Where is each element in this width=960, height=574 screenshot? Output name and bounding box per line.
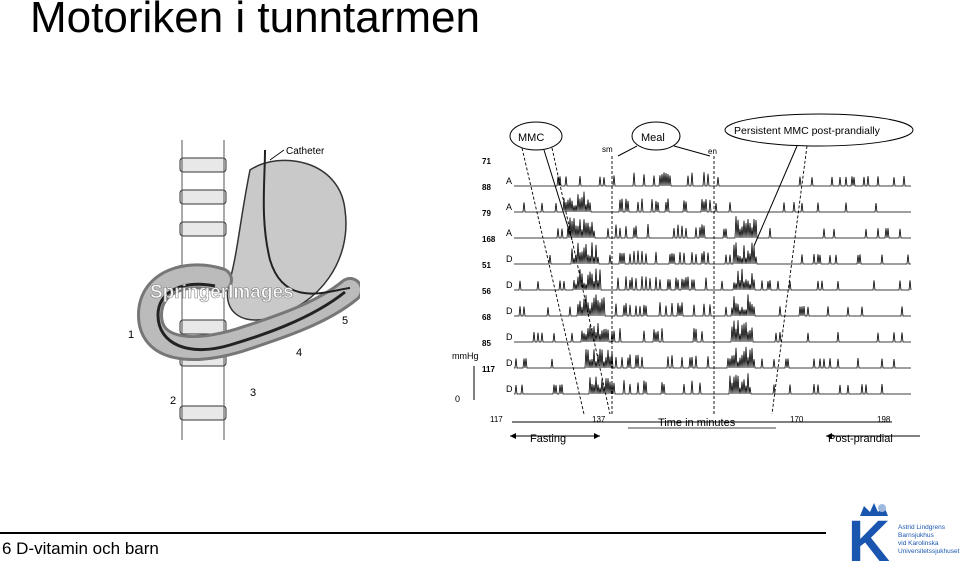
pressure-trace <box>514 172 911 187</box>
channel-value: 56 <box>482 287 491 296</box>
channel-letter: D <box>506 306 513 316</box>
footer-rule <box>0 532 826 534</box>
channel-letter: D <box>506 254 513 264</box>
channel-value: 88 <box>482 183 491 192</box>
channel-letter: A <box>506 228 512 238</box>
callout-mmc <box>509 121 563 151</box>
catheter-label: Catheter <box>286 146 325 157</box>
x-tick-117: 117 <box>490 415 503 424</box>
channel-letter: D <box>506 332 513 342</box>
anatomy-illustration: SpringerImages Catheter 1 2 3 4 5 <box>128 140 360 440</box>
logo-line: Universitetssjukhuset <box>898 548 960 555</box>
scale-value: 0 <box>455 394 460 404</box>
pressure-trace <box>514 320 911 343</box>
anatomy-number-2: 2 <box>170 395 176 407</box>
manometry-figure: MMC Meal Persistent MMC post-prandially … <box>452 113 920 445</box>
channel-value: 168 <box>482 235 496 244</box>
catheter-line <box>262 149 351 295</box>
channel-value: 79 <box>482 209 491 218</box>
pressure-trace <box>514 216 911 239</box>
phase-fasting: Fasting <box>530 433 566 445</box>
crown-icon <box>860 503 888 516</box>
callout-mmc-label: MMC <box>518 132 544 144</box>
pressure-trace <box>514 373 911 395</box>
channel-letter: D <box>506 384 513 394</box>
callout-persistent-label: Persistent MMC post-prandially <box>734 125 881 137</box>
logo-line: Barnsjukhus <box>898 532 934 539</box>
x-tick-137: 137 <box>592 415 606 424</box>
hospital-logo: K Astrid Lindgrens Barnsjukhus vid Karol… <box>848 500 960 574</box>
callout-persistent <box>724 113 914 147</box>
watermark-text: SpringerImages <box>150 282 294 303</box>
channel-value: 71 <box>482 157 491 166</box>
channel-letter: A <box>506 202 512 212</box>
channel-value: 68 <box>482 313 491 322</box>
page-title: Motoriken i tunntarmen <box>30 0 480 42</box>
logo-line: Astrid Lindgrens <box>898 524 945 531</box>
logo-letter: K <box>848 509 890 574</box>
pressure-trace <box>514 191 911 213</box>
channel-value: 117 <box>482 365 495 374</box>
anatomy-number-4: 4 <box>296 347 302 359</box>
scale-label: mmHg <box>452 351 479 361</box>
channel-value: 85 <box>482 339 491 348</box>
x-tick-198: 198 <box>877 415 891 424</box>
x-axis-label: Time in minutes <box>658 417 736 429</box>
phase-postprandial: Post-prandial <box>828 433 893 445</box>
channel-value: 51 <box>482 261 491 270</box>
pressure-trace <box>514 294 911 317</box>
channel-letter: D <box>506 358 513 368</box>
channel-letter: D <box>506 280 513 290</box>
anatomy-number-5: 5 <box>342 315 348 327</box>
x-tick-170: 170 <box>790 415 804 424</box>
footer-text: 6 D-vitamin och barn <box>2 539 159 558</box>
anatomy-number-1: 1 <box>128 329 134 341</box>
marker-start: sm <box>602 145 613 154</box>
callout-meal <box>631 121 681 151</box>
pressure-trace <box>514 268 912 291</box>
pressure-trace <box>514 346 911 369</box>
logo-line: vid Karolinska <box>898 540 939 547</box>
anatomy-number-3: 3 <box>250 387 256 399</box>
marker-end: en <box>708 147 717 156</box>
callout-meal-label: Meal <box>641 132 665 144</box>
logo-text: Astrid Lindgrens Barnsjukhus vid Karolin… <box>898 524 959 556</box>
channel-letter: A <box>506 176 512 186</box>
pressure-trace <box>514 242 911 265</box>
